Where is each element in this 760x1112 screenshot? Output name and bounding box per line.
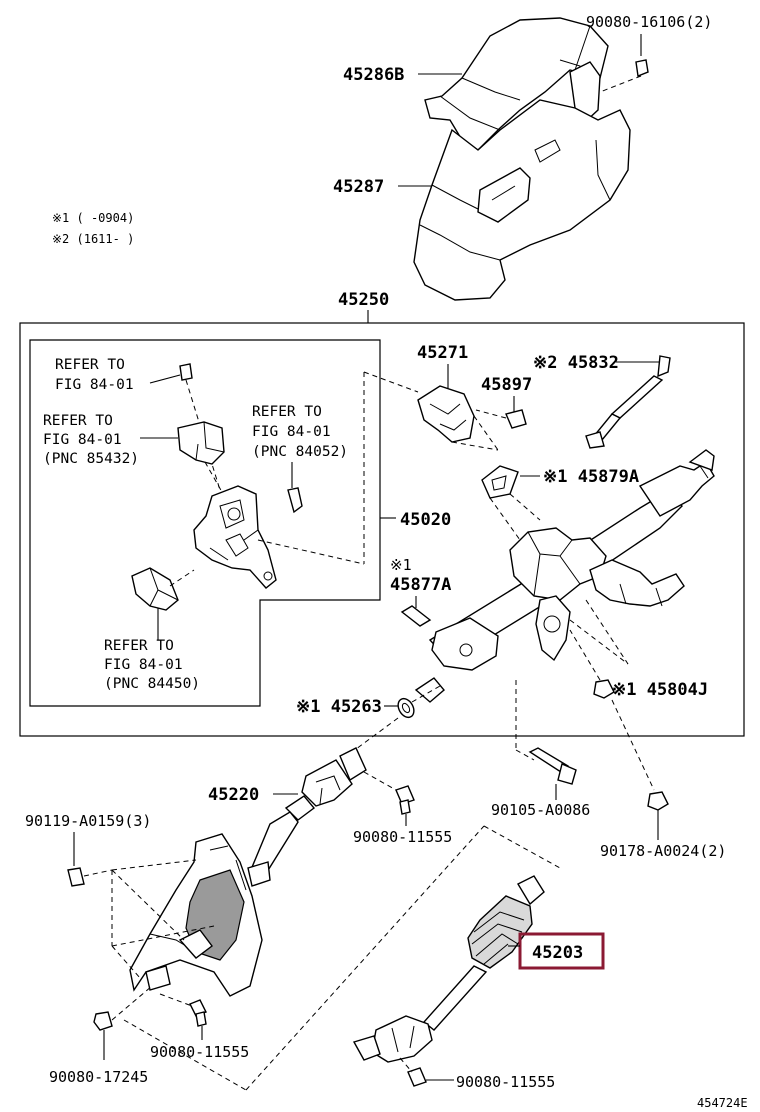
ref-4-line-2: FIG 84-01 — [104, 657, 183, 673]
bolt-90080-11555-b[interactable] — [189, 999, 207, 1027]
ref-2-line-2: FIG 84-01 — [43, 432, 122, 448]
part-45879A[interactable] — [481, 465, 519, 499]
label-45897: 45897 — [481, 375, 532, 395]
bolt-90080-11555-a[interactable] — [395, 785, 415, 815]
cable-45832[interactable] — [585, 355, 671, 449]
label-90080-16106: 90080-16106(2) — [586, 13, 712, 31]
steering-shaft-45203[interactable] — [352, 875, 545, 1063]
ref-3-line-3: (PNC 84052) — [252, 444, 348, 460]
screw-45897[interactable] — [475, 409, 527, 429]
label-45286B: 45286B — [343, 65, 404, 85]
ref-2-line-1: REFER TO — [43, 413, 113, 429]
ref-1-line-1: REFER TO — [55, 357, 125, 373]
label-45250: 45250 — [338, 290, 389, 310]
label-90105-A0086: 90105-A0086 — [491, 801, 590, 819]
label-45020: 45020 — [400, 510, 451, 530]
ring-45263[interactable] — [395, 696, 417, 720]
ignition-lock-housing — [193, 485, 277, 589]
label-90119-A0159: 90119-A0159(3) — [25, 812, 151, 830]
column-cover-lower[interactable] — [413, 99, 631, 301]
nut-90178-A0024[interactable] — [647, 791, 669, 811]
bracket-45271[interactable] — [417, 385, 475, 443]
label-45804J: ※1 45804J — [612, 680, 708, 700]
label-90080-11555-a: 90080-11555 — [353, 828, 452, 846]
label-90080-17245: 90080-17245 — [49, 1068, 148, 1086]
pin-45877A[interactable] — [400, 605, 432, 627]
label-45287: 45287 — [333, 177, 384, 197]
bolt-90105-A0086[interactable] — [528, 747, 577, 785]
bolt-90119-A0159[interactable] — [67, 867, 85, 887]
label-45220: 45220 — [208, 785, 259, 805]
label-45271: 45271 — [417, 343, 468, 363]
label-45877A: 45877A — [390, 575, 451, 595]
steering-column-assembly[interactable] — [414, 449, 715, 703]
nut-45804J[interactable] — [593, 679, 615, 699]
ref-3-line-1: REFER TO — [252, 404, 322, 420]
ref-3-line-2: FIG 84-01 — [252, 424, 331, 440]
note-2: ※2 (1611- ) — [52, 232, 134, 246]
note-1: ※1 ( -0904) — [52, 211, 134, 225]
key-cylinder-part — [131, 567, 195, 611]
ref-2-line-3: (PNC 85432) — [43, 451, 139, 467]
ref-4-line-1: REFER TO — [104, 638, 174, 654]
label-90080-11555-b: 90080-11555 — [150, 1043, 249, 1061]
assembly-box-45250 — [19, 322, 745, 737]
ref-4-line-3: (PNC 84450) — [104, 676, 200, 692]
column-bracket-plate[interactable] — [129, 833, 263, 997]
bolt-90080-11555-c[interactable] — [407, 1067, 427, 1087]
key-part-small — [287, 487, 303, 514]
intermediate-shaft-45220[interactable] — [247, 747, 367, 887]
screw-90080-16106[interactable] — [635, 34, 649, 77]
label-45263: ※1 45263 — [296, 697, 382, 717]
nut-90080-17245[interactable] — [93, 1011, 113, 1031]
ref-1-line-2: FIG 84-01 — [55, 377, 134, 393]
column-cover-upper[interactable] — [424, 17, 609, 151]
label-90080-11555-c: 90080-11555 — [456, 1073, 555, 1091]
assembly-box-45020 — [29, 339, 381, 707]
highlight-box-45203 — [518, 932, 605, 970]
label-45203: 45203 — [532, 943, 583, 963]
label-90178-A0024: 90178-A0024(2) — [600, 842, 726, 860]
label-45832: ※2 45832 — [533, 353, 619, 373]
label-45879A: ※1 45879A — [543, 467, 639, 487]
figure-id: 454724E — [697, 1096, 748, 1110]
switch-part — [177, 421, 225, 493]
label-45877A-mark: ※1 — [390, 556, 412, 574]
